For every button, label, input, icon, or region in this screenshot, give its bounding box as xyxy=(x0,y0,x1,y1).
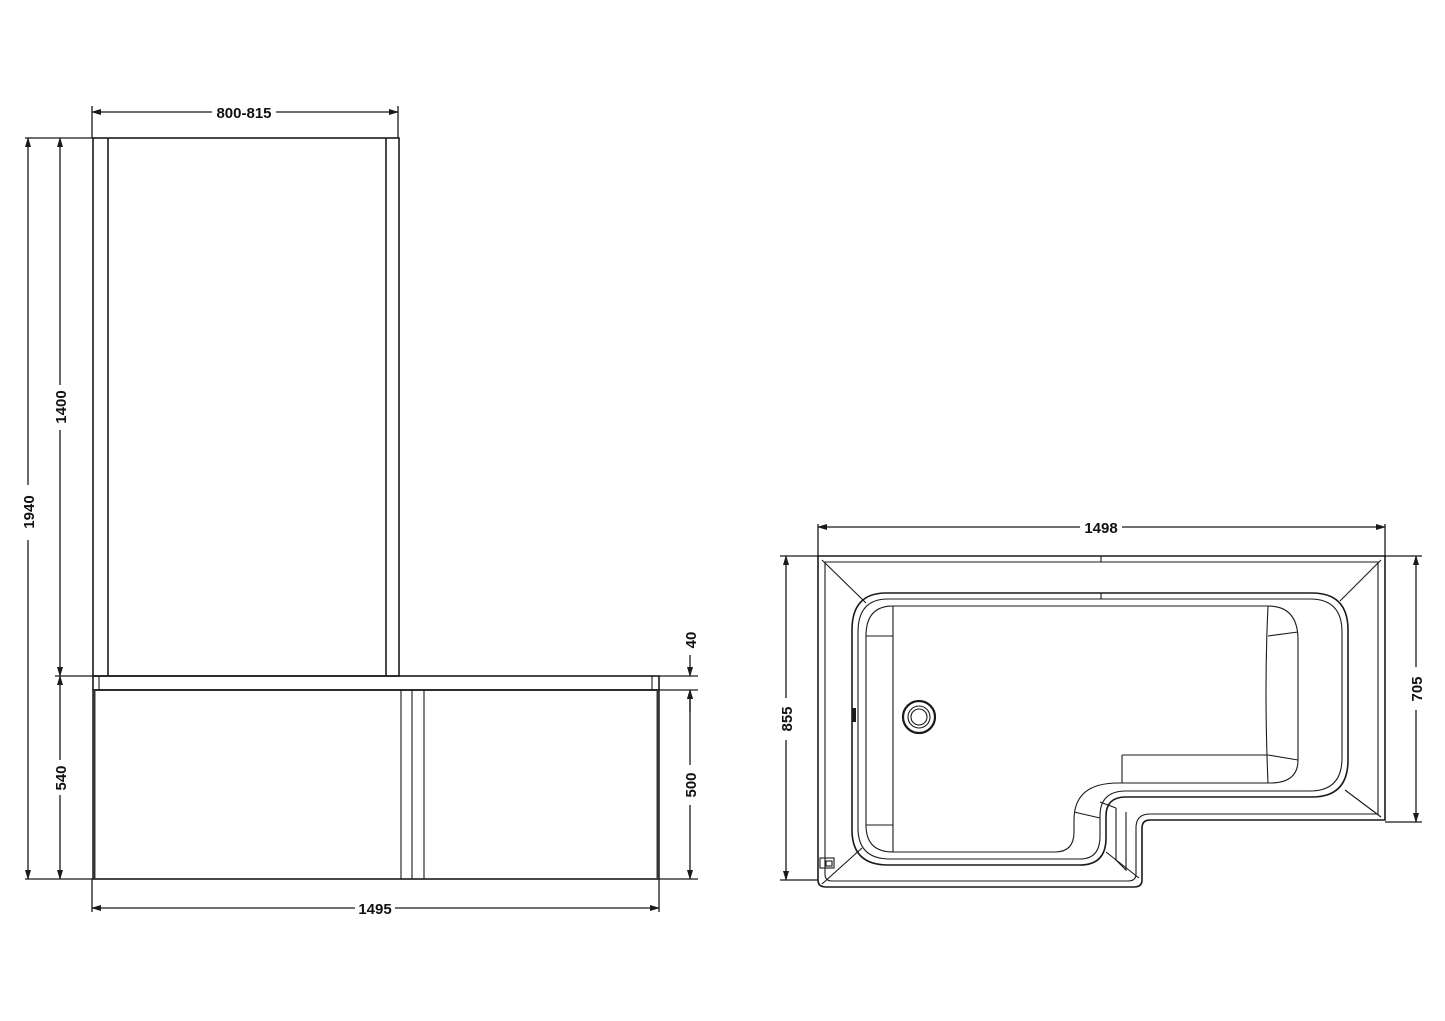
dimension-screen-height: 1400 xyxy=(53,137,70,677)
overall-length-label: 1498 xyxy=(1084,520,1117,537)
dimension-screen-width: 800-815 xyxy=(91,105,399,138)
shower-screen xyxy=(92,137,400,677)
bath-outer-outline xyxy=(817,555,1386,888)
bath-panel xyxy=(92,689,660,880)
dimension-narrow-width: 705 xyxy=(1409,555,1426,823)
screen-width-label: 800-815 xyxy=(216,105,271,122)
panel-height-label: 500 xyxy=(683,772,700,797)
bath-height-label: 540 xyxy=(53,765,70,790)
overflow-icon xyxy=(852,708,856,722)
waste-drain-icon xyxy=(901,699,937,735)
bath-inner-rim xyxy=(851,592,1349,866)
dimension-panel-height: 500 xyxy=(683,689,700,880)
front-elevation-view: 800-815 1940 1400 540 xyxy=(21,105,700,918)
rim-thickness-label: 40 xyxy=(683,632,700,649)
total-height-label: 1940 xyxy=(21,495,38,528)
dimension-bath-length: 1495 xyxy=(91,879,660,918)
narrow-width-label: 705 xyxy=(1409,676,1426,701)
plan-view: 1498 855 705 xyxy=(779,520,1426,888)
dimension-overall-length: 1498 xyxy=(817,520,1386,556)
dimension-overall-width: 855 xyxy=(779,555,796,881)
overall-width-label: 855 xyxy=(779,706,796,731)
screen-height-label: 1400 xyxy=(53,390,70,423)
bath-length-label: 1495 xyxy=(358,901,391,918)
dimension-bath-height: 540 xyxy=(53,675,70,880)
bath-rim xyxy=(92,675,660,691)
dimension-rim-thickness: 40 xyxy=(683,632,700,712)
dimension-total-height: 1940 xyxy=(21,137,38,880)
